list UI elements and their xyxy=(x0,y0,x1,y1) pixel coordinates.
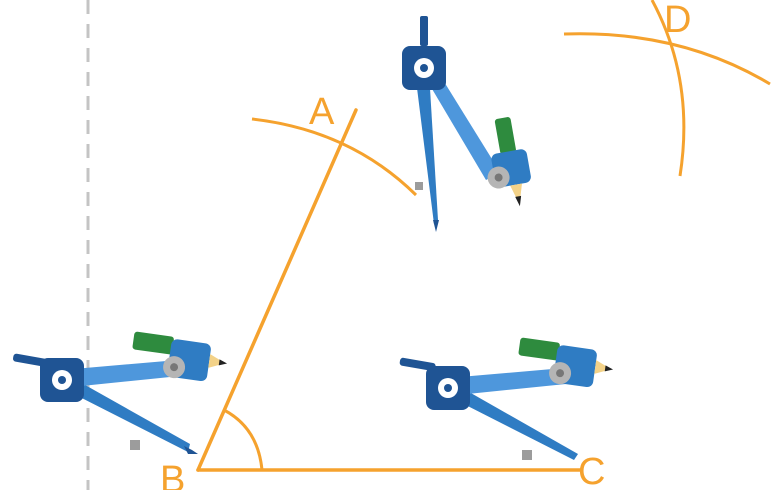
drawing-compass-icon xyxy=(399,337,614,460)
side-ab xyxy=(196,108,358,472)
point-label-c: C xyxy=(578,451,605,490)
angle-marker-b xyxy=(223,408,264,471)
drawing-compass-icon xyxy=(13,331,228,454)
arc-d-horizontal xyxy=(563,32,771,86)
drawing-compass-icon xyxy=(402,16,531,232)
arc-d-vertical xyxy=(650,0,686,177)
point-label-a: A xyxy=(309,91,335,133)
point-label-b: B xyxy=(160,459,185,490)
point-label-d: D xyxy=(664,0,691,41)
